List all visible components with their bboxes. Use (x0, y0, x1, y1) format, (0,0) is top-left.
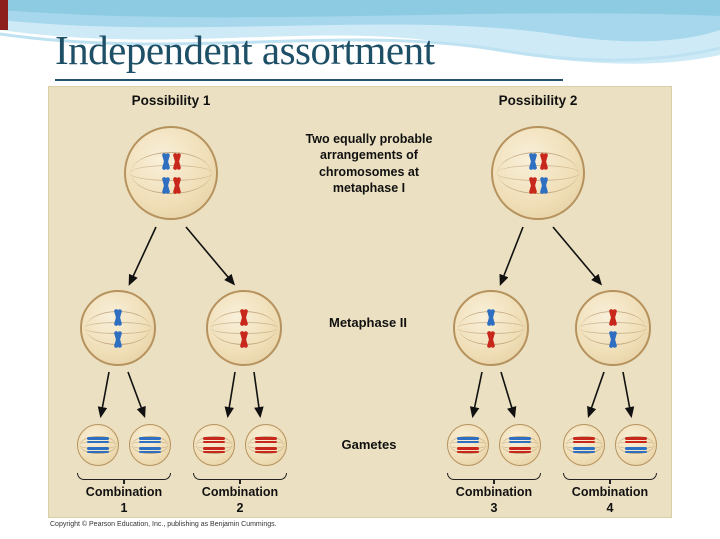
chromosome-blue (113, 331, 123, 348)
decorative-waves (0, 0, 720, 64)
combination-1-label: Combination 1 (85, 485, 163, 516)
chromosome-blue (139, 437, 161, 443)
arrow (587, 371, 605, 419)
tetrad (528, 177, 549, 194)
gamete-cell-3 (193, 424, 235, 466)
chromosome-blue (161, 153, 171, 170)
tetrad (161, 177, 182, 194)
slide-title: Independent assortment (55, 26, 563, 81)
red-accent-bar (0, 0, 8, 30)
arrow (128, 226, 157, 286)
metaphase2-cell-1 (80, 290, 156, 366)
chromosome-red (457, 447, 479, 453)
brace-combination-3 (447, 473, 541, 484)
chromosome-red (255, 447, 277, 453)
arrow (97, 371, 110, 419)
gamete-cell-8 (615, 424, 657, 466)
arrow (253, 371, 264, 419)
metaphase2-cell-3 (453, 290, 529, 366)
arrow (185, 226, 236, 286)
chromosome-red (625, 437, 647, 443)
gamete-cell-5 (447, 424, 489, 466)
chromosome-red (573, 437, 595, 443)
possibility-2-header: Possibility 2 (498, 93, 578, 108)
arrow (469, 371, 483, 419)
chromosome-blue (528, 153, 538, 170)
combination-3-label: Combination 3 (455, 485, 533, 516)
chromosome-red (486, 331, 496, 348)
copyright-text: Copyright © Pearson Education, Inc., pub… (50, 521, 277, 528)
diagram-panel: Possibility 1 Possibility 2 Two equally … (48, 86, 672, 518)
chromosome-blue (509, 437, 531, 443)
combination-2-label: Combination 2 (201, 485, 279, 516)
chromosome-red (203, 437, 225, 443)
chromosome-blue (87, 437, 109, 443)
tetrad (161, 153, 182, 170)
metaphase1-cell-possibility1 (124, 126, 218, 220)
metaphase2-cell-4 (575, 290, 651, 366)
chromosome-blue (113, 309, 123, 326)
annotation-text: Two equally probable arrangements of chr… (305, 132, 433, 195)
metaphase1-cell-possibility2 (491, 126, 585, 220)
chromosome-red (172, 177, 182, 194)
chromosome-red (509, 447, 531, 453)
gametes-label: Gametes (341, 437, 397, 452)
brace-combination-2 (193, 473, 287, 484)
metaphase-2-label: Metaphase II (328, 315, 408, 330)
chromosome-blue (573, 447, 595, 453)
chromosome-red (239, 309, 249, 326)
chromosome-red (539, 153, 549, 170)
arrow (224, 371, 236, 419)
chromosome-blue (139, 447, 161, 453)
gamete-cell-7 (563, 424, 605, 466)
chromosome-red (172, 153, 182, 170)
possibility-1-header: Possibility 1 (131, 93, 211, 108)
arrow (500, 371, 517, 419)
chromosome-blue (87, 447, 109, 453)
gamete-cell-2 (129, 424, 171, 466)
chromosome-blue (608, 331, 618, 348)
gamete-cell-4 (245, 424, 287, 466)
chromosome-blue (625, 447, 647, 453)
arrow (499, 226, 524, 286)
gamete-cell-6 (499, 424, 541, 466)
chromosome-blue (457, 437, 479, 443)
brace-combination-1 (77, 473, 171, 484)
chromosome-red (203, 447, 225, 453)
chromosome-blue (161, 177, 171, 194)
arrow (552, 226, 603, 286)
chromosome-blue (486, 309, 496, 326)
chromosome-red (608, 309, 618, 326)
brace-combination-4 (563, 473, 657, 484)
chromosome-blue (539, 177, 549, 194)
chromosome-red (255, 437, 277, 443)
chromosome-red (528, 177, 538, 194)
chromosome-red (239, 331, 249, 348)
arrow (127, 371, 146, 418)
tetrad (528, 153, 549, 170)
gamete-cell-1 (77, 424, 119, 466)
combination-4-label: Combination 4 (571, 485, 649, 516)
metaphase2-cell-2 (206, 290, 282, 366)
arrow (622, 371, 635, 419)
